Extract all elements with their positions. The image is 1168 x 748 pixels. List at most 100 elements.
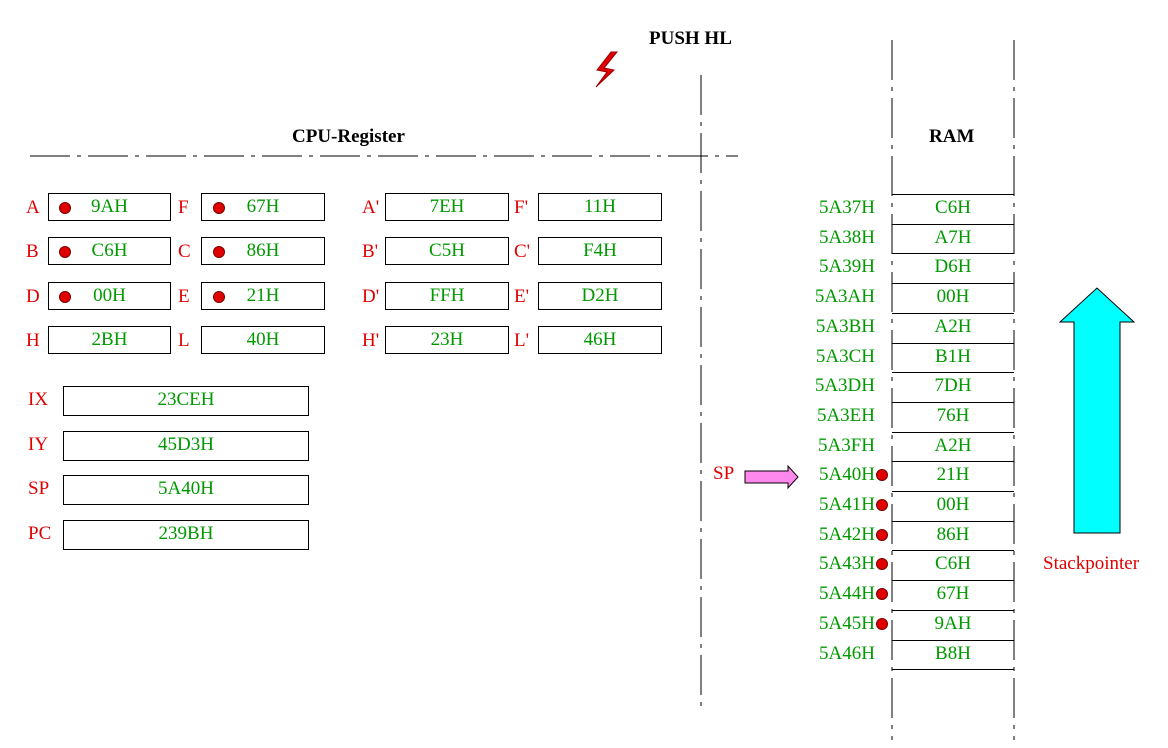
ram-address: 5A3FH [817,434,875,456]
ram-row-divider [892,283,1014,284]
register-label: L' [514,330,530,351]
register-label: H [26,330,40,351]
register-value: 67H [246,196,280,217]
ram-value: C6H [935,197,971,218]
register-box-l: 40H [201,326,325,354]
stackpointer-label: Stackpointer [1043,553,1140,574]
ram-address: 5A3BH [815,315,875,337]
ram-address: 5A39H [819,256,875,278]
stackpointer-arrow-icon [1058,287,1136,534]
register-value: 40H [246,329,280,350]
register-label: F [178,197,189,218]
register-label: SP [28,478,50,499]
ram-row-divider [892,253,1014,254]
register-label: L [178,330,190,351]
ram-address: 5A40H [819,464,875,486]
register-box-e-alt: D2H [538,282,662,310]
register-label: D [26,286,40,307]
register-value: 21H [246,285,280,306]
register-label: C' [514,241,531,262]
register-value: 9AH [91,196,128,217]
stack-dot [876,558,888,571]
ram-address: 5A44H [819,583,875,605]
register-value: FFH [429,285,465,306]
ram-row-divider [892,461,1014,462]
ram-value: 86H [936,523,970,545]
register-value: 86H [246,240,280,261]
register-value: 2BH [91,329,128,350]
ram-value: D6H [934,256,972,278]
status-dot [59,246,71,258]
register-value: 239BH [158,523,214,544]
register-box-h: 2BH [48,326,171,354]
register-value: C6H [91,240,128,261]
register-value: 00H [93,285,126,306]
stack-dot [876,469,888,482]
register-value: C5H [429,240,465,261]
register-label: A [26,197,40,218]
sp-pointer-label: SP [713,463,735,484]
ram-address: 5A3EH [816,404,875,426]
ram-address: 5A37H [819,197,875,218]
register-box-iy: 45D3H [63,431,309,461]
ram-address: 5A3CH [815,345,875,367]
ram-row-divider [892,402,1014,403]
ram-row-divider [892,640,1014,641]
ram-value: B1H [935,345,971,367]
register-label: H' [362,330,380,351]
ram-row-divider [892,491,1014,492]
register-box-c-alt: F4H [538,237,662,265]
register-label: B [26,241,39,262]
ram-value: C6H [935,553,971,575]
stack-dot [876,499,888,511]
ram-address: 5A43H [819,553,875,575]
register-label: D' [362,286,380,307]
register-value: D2H [581,285,619,306]
register-box-pc: 239BH [63,520,309,550]
ram-value: 00H [936,494,970,515]
ram-row-divider [892,372,1014,373]
register-value: 23CEH [157,389,215,410]
ram-address: 5A46H [819,642,875,664]
ram-row-divider [892,550,1014,551]
ram-address: 5A38H [819,226,875,248]
ram-value: 7DH [934,375,972,397]
register-label: B' [362,241,379,262]
lightning-icon [595,51,619,88]
register-box-h-alt: 23H [385,326,509,354]
ram-value: 9AH [934,612,972,634]
ram-row-divider [892,343,1014,344]
ram-row-divider [892,224,1014,225]
sp-arrow-icon [744,464,799,490]
register-label: E [178,286,190,307]
ram-row-divider [892,194,1014,195]
register-label: E' [514,286,530,307]
ram-address: 5A3DH [814,375,875,397]
register-label: PC [28,523,52,544]
status-dot [213,202,225,214]
ram-value: A7H [934,226,972,248]
ram-value: 00H [936,286,970,308]
register-label: IX [28,389,49,410]
register-label: C [178,241,191,262]
register-label: A' [362,197,380,218]
stack-dot [876,617,888,630]
register-box-b-alt: C5H [385,237,509,265]
ram-row-divider [892,610,1014,611]
ram-value: 21H [936,464,970,486]
register-box-ix: 23CEH [63,386,309,416]
register-value: 5A40H [158,478,214,499]
register-value: 11H [583,196,617,217]
ram-title: RAM [929,126,975,147]
register-box-sp: 5A40H [63,475,309,505]
status-dot [213,246,225,258]
ram-value: A2H [934,315,972,337]
register-value: 23H [430,329,464,350]
ram-value: A2H [934,434,972,456]
ram-row-divider [892,669,1014,670]
register-box-d-alt: FFH [385,282,509,310]
stack-dot [876,528,888,541]
ram-value: 67H [936,583,970,605]
ram-row-divider [892,521,1014,522]
